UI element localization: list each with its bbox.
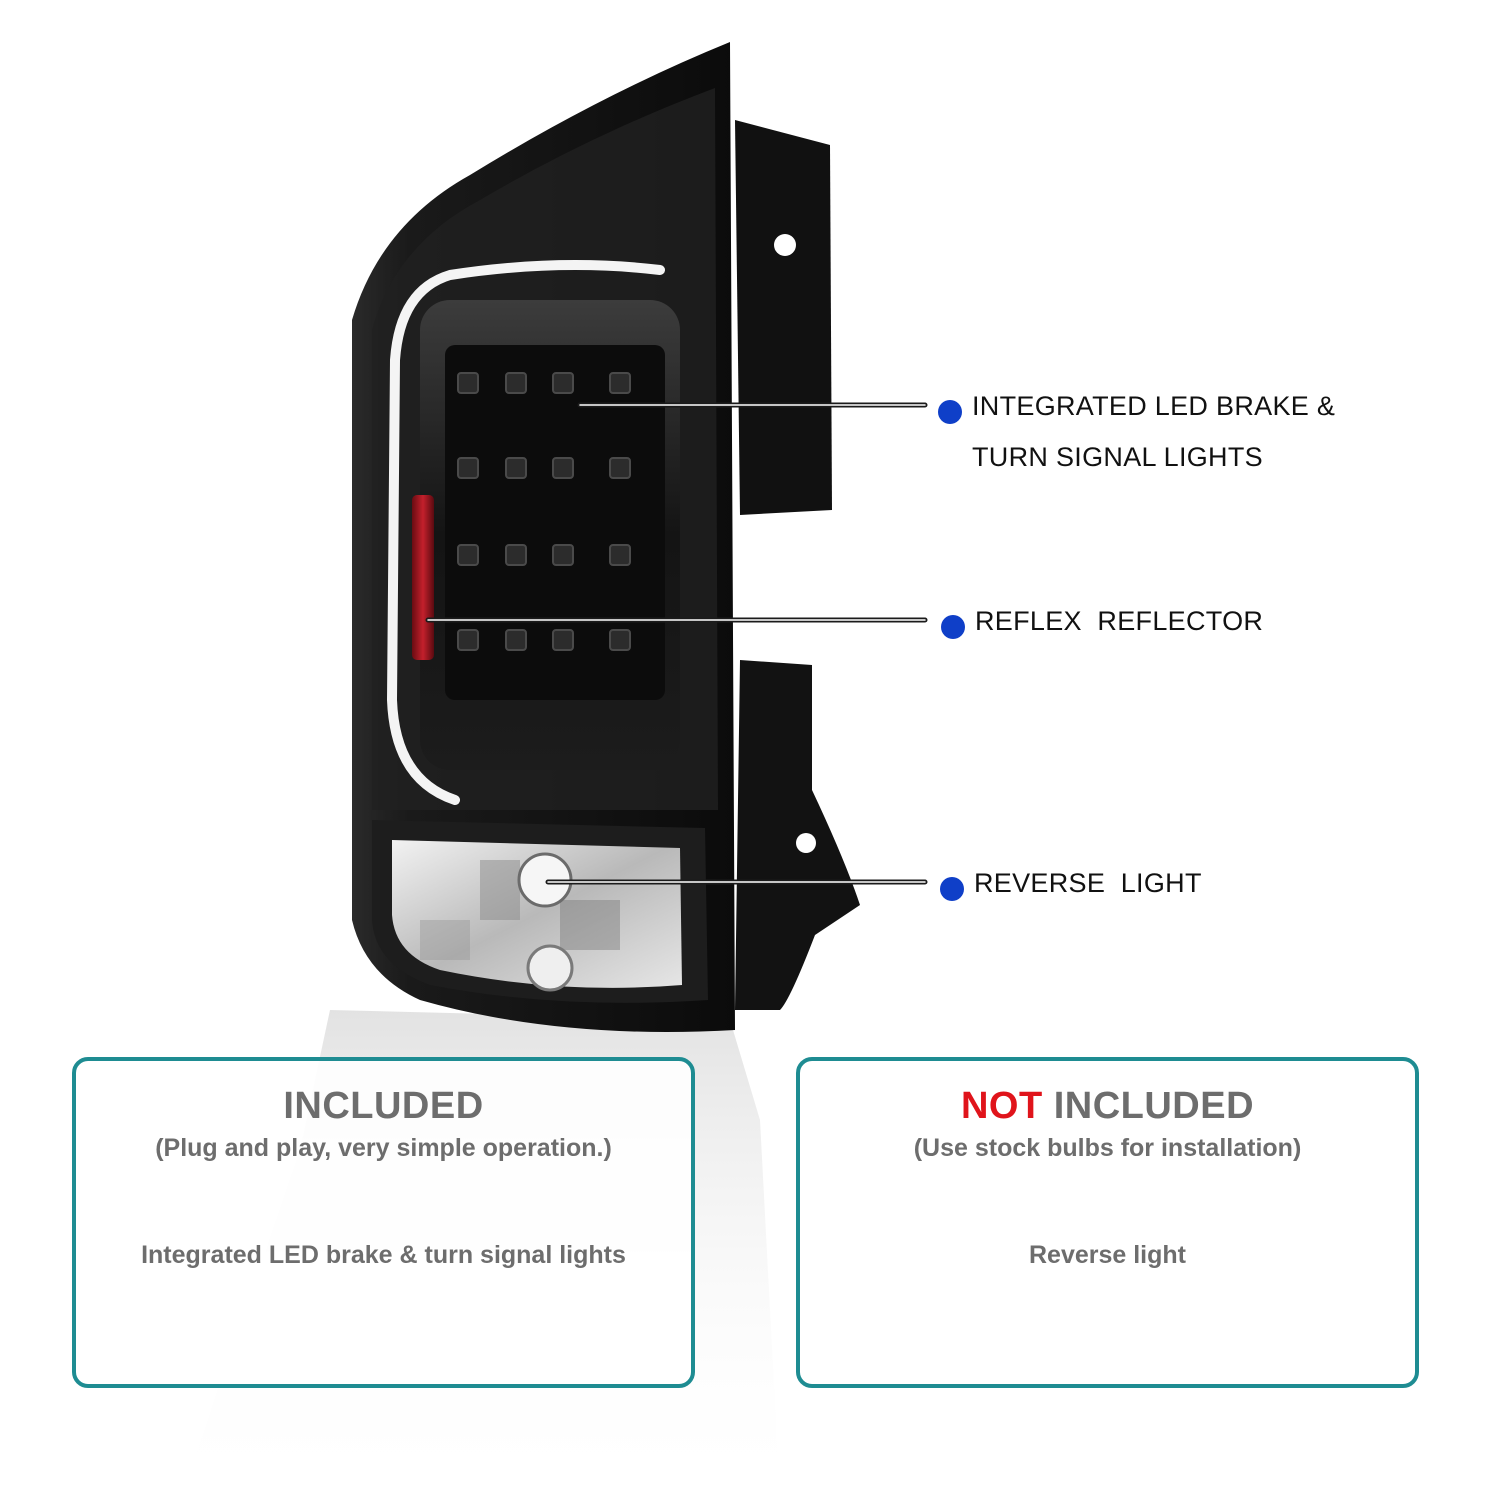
callout-reflex-reflector: REFLEX REFLECTOR (941, 606, 1263, 647)
callout-led-brake: INTEGRATED LED BRAKE & TURN SIGNAL LIGHT… (938, 391, 1335, 483)
led-chip-icon (505, 629, 527, 651)
led-chip-icon (457, 629, 479, 651)
blue-dot-icon (941, 615, 965, 639)
reflex-reflector (412, 495, 434, 660)
blue-dot-icon (938, 400, 962, 424)
led-chip-icon (505, 372, 527, 394)
led-chip-icon (457, 372, 479, 394)
led-chip-icon (609, 544, 631, 566)
included-subtitle: (Plug and play, very simple operation.) (155, 1134, 612, 1162)
mounting-bracket (735, 120, 860, 1010)
callout-leader-lines (425, 402, 928, 885)
callout-line: REFLEX REFLECTOR (975, 606, 1264, 636)
not-included-box: NOT INCLUDED (Use stock bulbs for instal… (796, 1057, 1419, 1388)
led-lens (420, 300, 680, 770)
led-chip-icon (609, 372, 631, 394)
not-included-item: Reverse light (1028, 1241, 1186, 1269)
led-chip-icon (552, 372, 574, 394)
included-item: Integrated LED brake & turn signal light… (141, 1241, 626, 1269)
callout-reverse-light-label: REVERSE LIGHT (974, 858, 1202, 909)
not-included-title: NOT INCLUDED (800, 1085, 1415, 1128)
included-word: INCLUDED (1042, 1085, 1255, 1127)
blue-dot-icon (940, 877, 964, 901)
led-grid (457, 372, 631, 651)
led-chip-icon (609, 629, 631, 651)
callout-reverse-light: REVERSE LIGHT (940, 868, 1202, 909)
led-chip-icon (505, 544, 527, 566)
led-chip-icon (552, 544, 574, 566)
callout-reflex-reflector-label: REFLEX REFLECTOR (975, 596, 1263, 647)
not-word: NOT (960, 1085, 1043, 1127)
light-bar (386, 260, 665, 805)
callout-line: REVERSE LIGHT (974, 868, 1202, 898)
included-box: INCLUDED (Plug and play, very simple ope… (72, 1057, 695, 1388)
led-chip-icon (505, 457, 527, 479)
callout-line: TURN SIGNAL LIGHTS (972, 442, 1263, 472)
not-included-subtitle: (Use stock bulbs for installation) (913, 1134, 1302, 1162)
included-title: INCLUDED (283, 1085, 484, 1127)
led-chip-icon (457, 544, 479, 566)
led-chip-icon (552, 629, 574, 651)
led-chip-icon (552, 457, 574, 479)
led-chip-icon (457, 457, 479, 479)
reverse-light-lens (372, 820, 708, 1003)
led-chip-icon (609, 457, 631, 479)
callout-led-brake-label: INTEGRATED LED BRAKE & TURN SIGNAL LIGHT… (972, 381, 1335, 483)
callout-line: INTEGRATED LED BRAKE & (972, 391, 1336, 421)
